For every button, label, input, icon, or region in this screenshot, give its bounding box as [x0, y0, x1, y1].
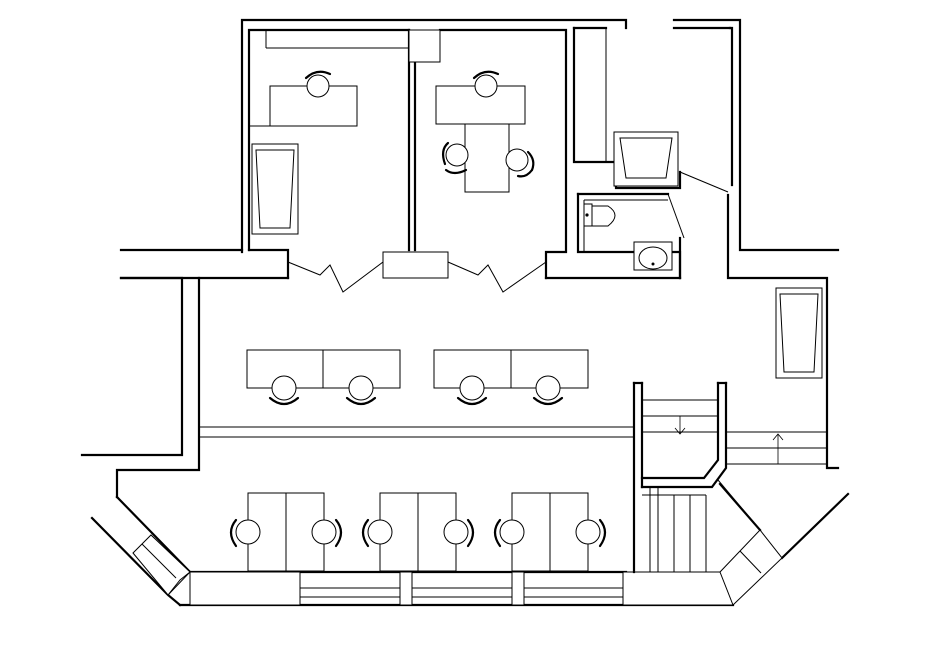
corridor-partition [199, 426, 634, 438]
doors [287, 171, 729, 293]
upper-desk-cluster-left [246, 349, 401, 406]
lower-desk-cluster-2 [361, 492, 475, 572]
open-office-sofa [775, 287, 823, 379]
office-left-furniture [249, 70, 358, 235]
wc [583, 203, 673, 271]
windows [132, 30, 783, 606]
office-left-sofa [251, 143, 299, 235]
kitchenette [613, 131, 679, 187]
up-arrow-icon [772, 433, 784, 464]
down-arrow-icon [674, 416, 686, 435]
toilet-icon [583, 203, 616, 227]
washbasin-icon [633, 241, 673, 271]
office-left-chair [306, 74, 330, 98]
lower-desk-cluster-1 [229, 492, 343, 572]
office-right-meeting-table [464, 123, 510, 193]
lower-desk-cluster-3 [493, 492, 607, 572]
staircase [632, 381, 827, 574]
office-right-furniture [435, 70, 535, 193]
upper-desk-cluster-right [433, 349, 589, 406]
